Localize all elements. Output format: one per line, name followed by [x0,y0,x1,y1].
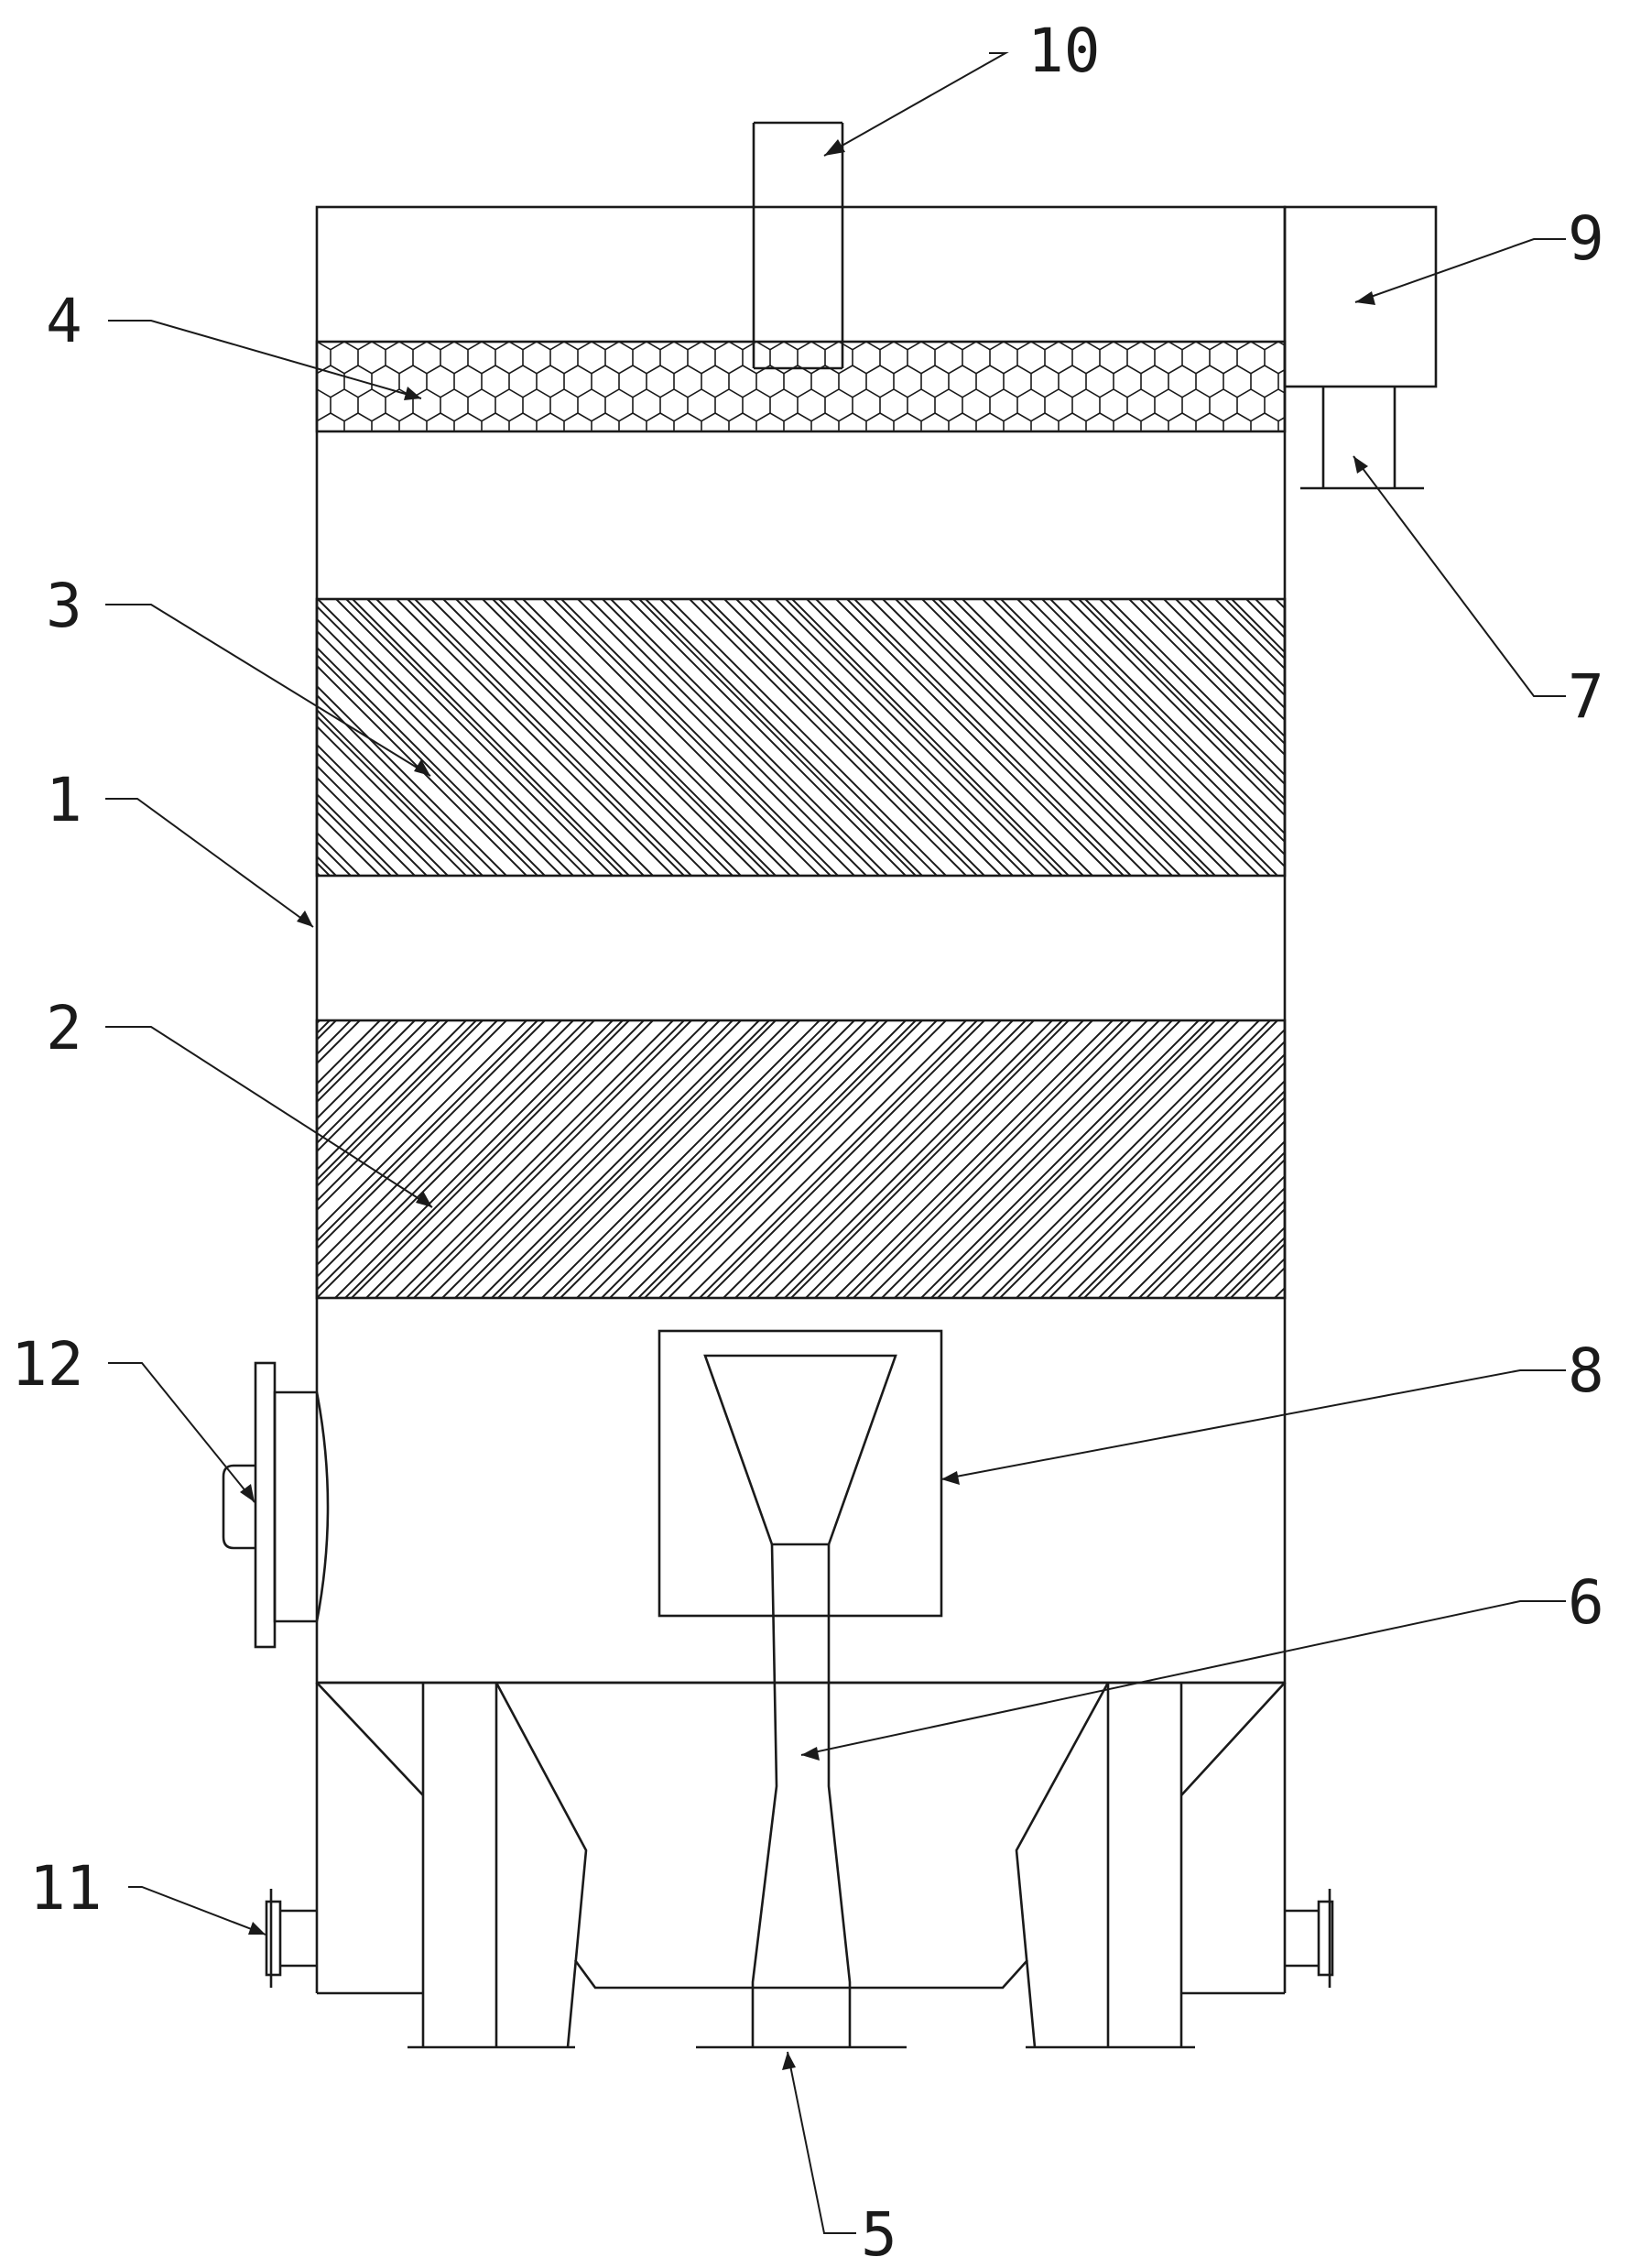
tower-shell [315,205,1287,1995]
demister-layer [315,340,1287,433]
label-2: 2 [46,993,82,1063]
label-1: 1 [46,765,82,835]
drain-flange-right [1285,1889,1334,1988]
reference-numerals: 10 9 4 7 3 1 2 8 6 12 11 5 [11,16,1604,2268]
label-12: 12 [11,1329,83,1400]
label-9: 9 [1568,203,1604,274]
access-door [222,1361,330,1649]
side-box [1283,205,1438,388]
venturi-pipe [696,1543,907,2049]
spray-box [657,1329,943,1618]
packing-layer-upper [315,597,1287,878]
side-pipe [1300,387,1424,490]
top-outlet-pipe [752,121,844,370]
label-4: 4 [46,286,82,356]
drain-flange-left [265,1889,317,1988]
label-8: 8 [1568,1336,1604,1406]
packing-layer-lower [315,1019,1287,1300]
lower-hopper [316,1681,1286,2049]
label-7: 7 [1568,661,1604,732]
label-11: 11 [29,1853,102,1924]
label-6: 6 [1568,1567,1604,1638]
label-5: 5 [861,2199,897,2268]
leader-lines [105,52,1566,2234]
label-10: 10 [1027,16,1100,86]
label-3: 3 [46,571,82,641]
